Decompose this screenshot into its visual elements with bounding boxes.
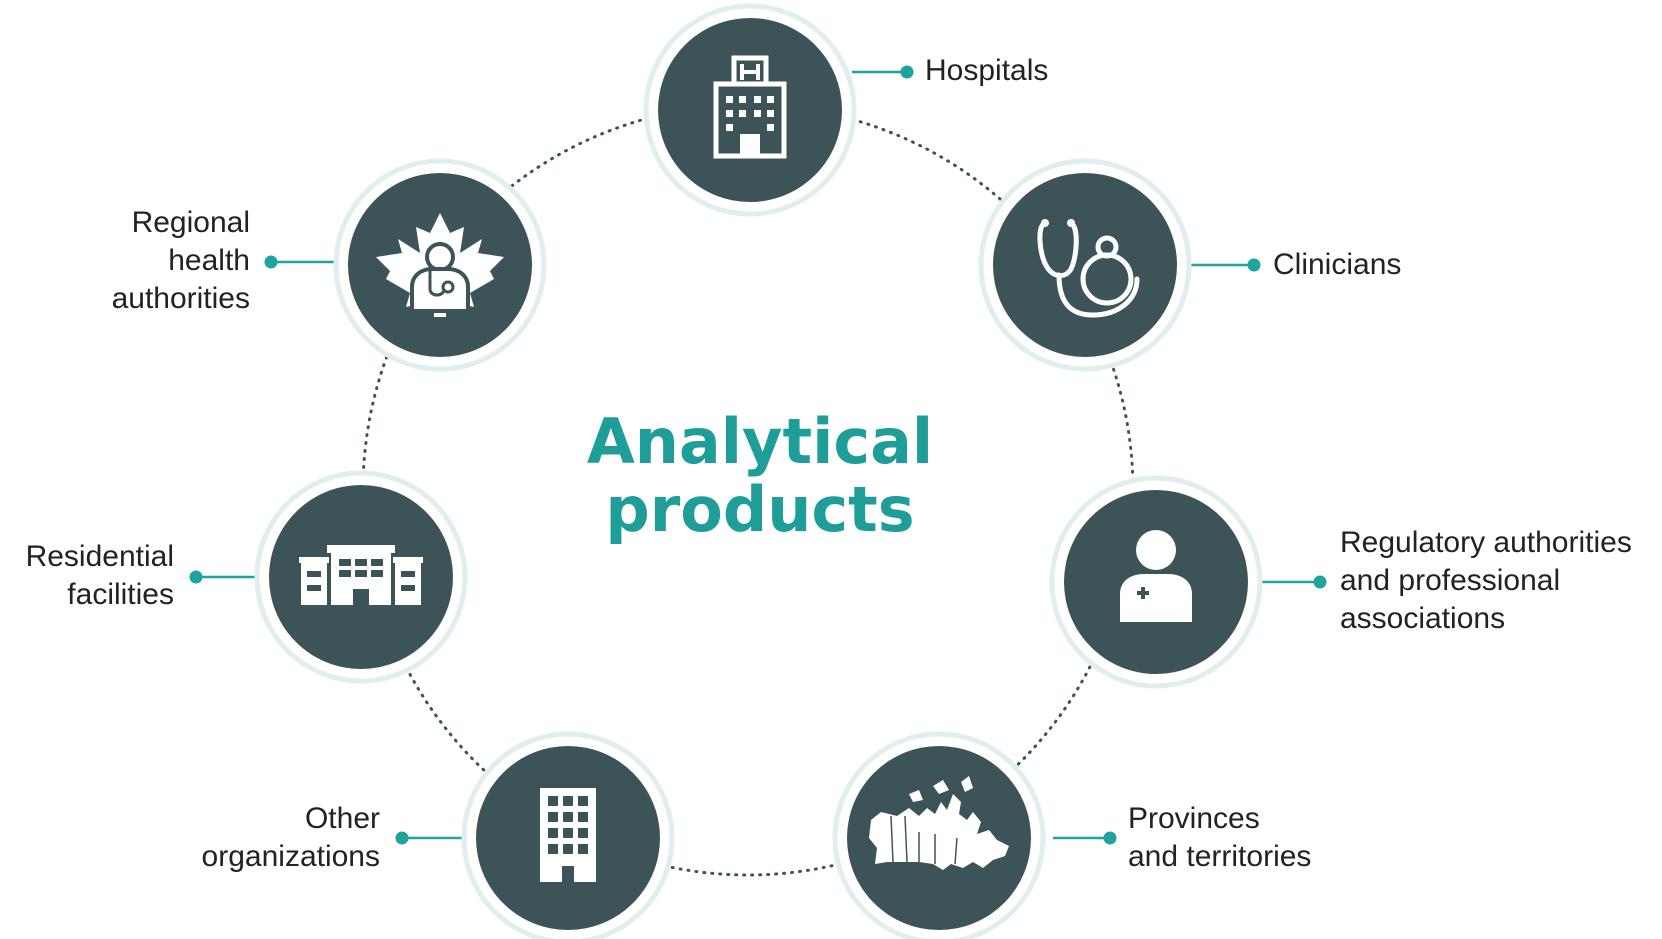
label-other-line-1: Other xyxy=(304,802,380,835)
clinicians-connector-dot xyxy=(1247,258,1261,272)
label-clinicians: Clinicians xyxy=(1273,246,1401,284)
node-other xyxy=(461,731,675,939)
label-regional-line-1: Regional xyxy=(131,206,250,239)
node-regulatory xyxy=(1049,475,1263,689)
hospitals-connector-dot xyxy=(900,65,914,79)
node-hospitals xyxy=(643,3,857,217)
canada-map-icon xyxy=(869,776,1009,870)
node-regional xyxy=(333,158,547,372)
regulatory-connector-dot xyxy=(1313,575,1327,589)
label-provinces: Provinces and territories xyxy=(1128,800,1311,876)
other-connector-dot xyxy=(395,831,409,845)
label-regulatory-line-1: Regulatory authorities xyxy=(1340,526,1632,559)
label-hospitals-line-1: Hospitals xyxy=(925,54,1049,87)
label-clinicians-line-1: Clinicians xyxy=(1273,248,1402,281)
node-residential xyxy=(254,470,468,684)
label-other: Other organizations xyxy=(202,800,380,876)
provinces-connector-dot xyxy=(1103,831,1117,845)
label-regional: Regional health authorities xyxy=(112,204,250,318)
label-residential-line-1: Residential xyxy=(25,540,174,573)
nurse-icon xyxy=(1120,530,1192,622)
node-provinces xyxy=(832,731,1046,939)
doctor-icon xyxy=(410,242,470,313)
office-building-icon-windows xyxy=(548,796,588,882)
label-regional-line-3: authorities xyxy=(111,282,250,315)
label-provinces-line-2: and territories xyxy=(1128,840,1312,873)
node-hospitals-disc xyxy=(658,18,842,202)
label-regulatory-line-3: associations xyxy=(1340,602,1506,635)
label-regulatory-line-2: and professional xyxy=(1340,564,1561,597)
label-provinces-line-1: Provinces xyxy=(1128,802,1260,835)
residential-building-icon-windows xyxy=(307,559,415,605)
label-regulatory: Regulatory authorities and professional … xyxy=(1340,524,1632,638)
label-regional-line-2: health xyxy=(168,244,250,277)
stethoscope-icon xyxy=(1037,220,1140,318)
connectors xyxy=(189,65,1327,845)
center-title-line-2: products xyxy=(605,473,915,546)
center-title-line-1: Analytical xyxy=(586,405,934,478)
regional-connector-dot xyxy=(264,255,278,269)
residential-connector-dot xyxy=(189,570,203,584)
stethoscope-icon-earpiece-left xyxy=(1041,219,1049,227)
label-residential-line-2: facilities xyxy=(67,578,174,611)
stethoscope-icon-earpiece-right xyxy=(1067,219,1075,227)
label-residential: Residential facilities xyxy=(26,538,174,614)
center-title: Analytical products xyxy=(550,408,970,544)
node-clinicians xyxy=(978,158,1192,372)
hospital-icon-details xyxy=(726,64,774,156)
nurse-icon-cross xyxy=(1137,587,1149,599)
label-hospitals: Hospitals xyxy=(925,52,1048,90)
canada-map-borders xyxy=(890,815,958,865)
label-other-line-2: organizations xyxy=(201,840,380,873)
